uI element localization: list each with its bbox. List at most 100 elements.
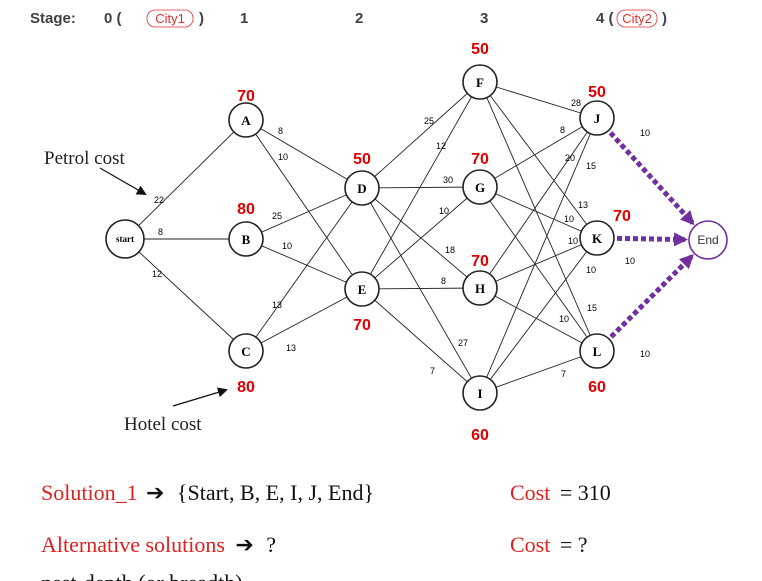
edge-H-K [479,237,598,289]
city1-tag: City1 [146,9,194,28]
hotel-annotation: Hotel cost [124,387,228,435]
solution-2-cost-label: Cost [510,532,550,557]
stage-0-close: ) [199,10,204,27]
edge-F-L [479,81,598,352]
edge-weight-A-E: 10 [278,152,288,162]
hotel-cost-e: 70 [353,317,371,334]
edge-weight-E-F: 12 [436,141,446,151]
edge-K-End [616,232,689,247]
edge-weight-K-End: 10 [625,256,635,266]
hotel-cost-l: 60 [588,379,606,396]
node-d [344,170,380,206]
edge-E-I [361,288,481,394]
edge-weight-A-D: 8 [278,126,283,136]
edge-weight-G-K: 13 [578,200,588,210]
node-d-label: D [357,181,366,196]
edge-weight-B-E: 10 [282,241,292,251]
edge-weights: 2281281025101313253018271210872881315101… [152,98,650,379]
edge-start-A [124,119,247,240]
node-c-label: C [241,344,250,359]
node-e-label: E [358,282,367,297]
petrol-annotation: Petrol cost [44,148,147,196]
node-g-label: G [475,180,485,195]
edge-B-D [245,187,363,240]
node-a [228,102,264,138]
edge-start-C [124,238,247,352]
city2-tag: City2 [616,9,658,28]
edge-D-I [361,187,481,394]
node-e [344,271,380,307]
edge-G-K [479,186,598,239]
edge-weight-extra-0: 10 [586,265,596,275]
stage-2-num: 2 [355,10,363,27]
graph-edges [124,81,695,394]
edge-weight-F-J: 28 [571,98,581,108]
solution-1-cost-value: = 310 [560,480,611,505]
edge-G-J [479,117,598,188]
edge-B-E [245,238,363,290]
city1-text: City1 [155,11,185,26]
node-start-label: start [116,234,134,244]
hotel-cost-g: 70 [471,151,489,168]
footer-text: nest-depth (or breadth) [41,570,243,581]
node-b-label: B [242,232,251,247]
edge-J-End [608,131,695,226]
edge-weight-start-C: 12 [152,269,162,279]
hotel-arrow [172,387,228,407]
node-f-label: F [476,75,484,90]
solution-1-line: Solution_1 ➔ {Start, B, E, I, J, End} [41,480,374,505]
edge-weight-E-I: 7 [430,366,435,376]
edge-weight-L-End: 10 [640,349,650,359]
node-h [462,270,498,306]
solution-2-text: ? [266,532,276,557]
stage-4-close: ) [662,10,667,27]
node-end [688,220,728,260]
edge-F-K [479,81,598,239]
edge-weight-E-G: 10 [439,206,449,216]
hotel-cost-f: 50 [471,41,489,58]
edge-L-End [609,254,694,339]
stage-4-num: 4 ( [596,10,614,27]
edge-G-L [479,186,598,352]
edge-F-J [479,81,598,119]
solution-1-arrow: ➔ [146,480,164,505]
solution-2-cost: Cost = ? [510,532,587,557]
edge-weight-I-J: 20 [565,153,575,163]
edge-weight-start-A: 22 [154,195,164,205]
edge-weight-I-K: 10 [568,236,578,246]
hotel-cost-label: Hotel cost [124,414,202,435]
stage-header: Stage: 0 ( City1 ) 1 2 3 4 ( City2 ) [30,9,667,28]
edge-weight-J-End: 10 [640,128,650,138]
stage-1-num: 1 [240,10,248,27]
hotel-cost-h: 70 [471,253,489,270]
solution-1-cost: Cost = 310 [510,480,611,505]
node-k-label: K [592,231,603,246]
city2-tag-outline [616,9,658,28]
stage-3-num: 3 [480,10,488,27]
node-f [462,64,498,100]
node-start [105,219,145,259]
edge-weight-D-F: 25 [424,116,434,126]
city1-tag-outline [146,9,194,28]
hotel-cost-j: 50 [588,84,606,101]
edge-I-L [479,350,598,394]
solutions-block: Solution_1 ➔ {Start, B, E, I, J, End} Co… [41,480,611,581]
city2-text: City2 [622,11,652,26]
node-j-label: J [594,111,601,126]
node-i [462,375,498,411]
edge-A-D [245,119,363,189]
solution-2-cost-value: = ? [560,532,588,557]
hotel-cost-k: 70 [613,208,631,225]
edge-C-D [245,187,363,352]
solution-2-label: Alternative solutions [41,532,225,557]
edge-weight-H-J: 15 [586,161,596,171]
edge-weight-extra-1: 10 [559,314,569,324]
edge-E-G [361,186,481,290]
edge-D-G [361,186,481,189]
node-k [579,220,615,256]
edge-E-F [361,81,481,290]
hotel-cost-d: 50 [353,151,371,168]
